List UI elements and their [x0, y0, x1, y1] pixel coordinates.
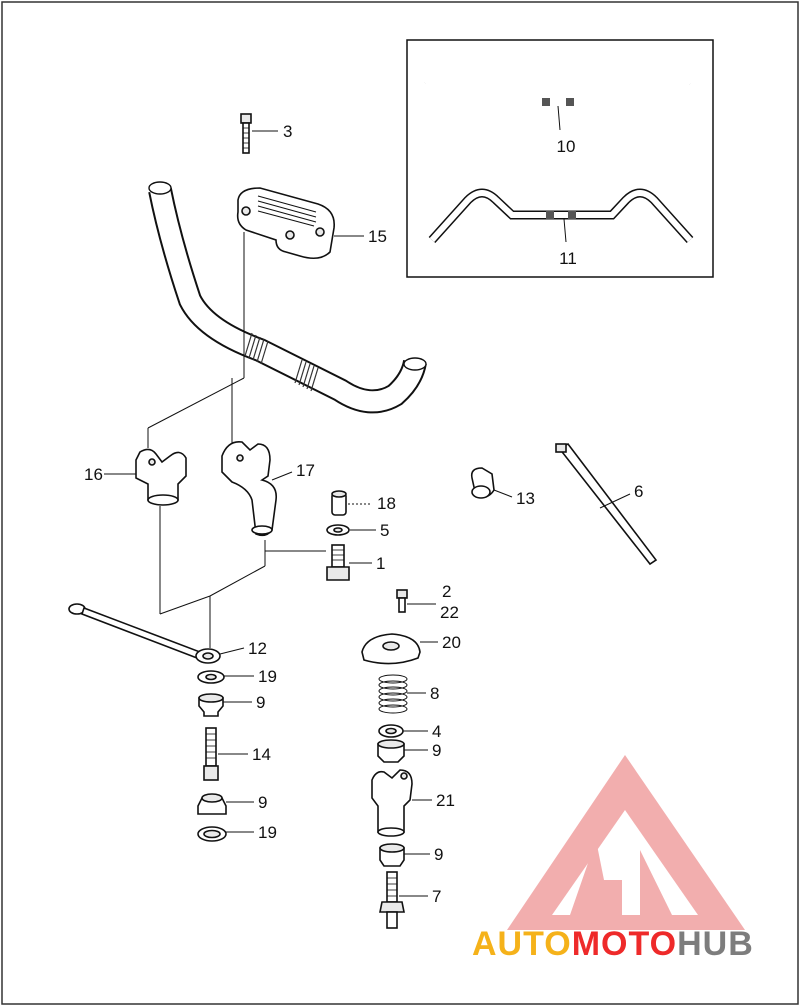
callout-9-left-lower: 9 [258, 793, 267, 812]
callout-10: 10 [557, 137, 576, 156]
callout-1: 1 [376, 554, 385, 573]
washer-5 [326, 524, 376, 536]
callout-12: 12 [248, 639, 267, 658]
callout-11: 11 [559, 249, 577, 268]
callout-16: 16 [84, 465, 103, 484]
washer-19-upper [197, 670, 254, 684]
callout-19-lower: 19 [258, 823, 277, 842]
bushing-9-left-upper [198, 693, 252, 717]
ground-strap-12 [68, 603, 245, 664]
callout-9-right-upper: 9 [432, 741, 441, 760]
bushing-9-right-upper [377, 739, 428, 763]
zip-tie-6 [555, 443, 658, 566]
riser-21 [371, 769, 432, 837]
bushing-9-right-lower [379, 843, 430, 867]
clip-13 [470, 467, 513, 499]
handlebar-11 [428, 188, 694, 244]
spacer-18 [331, 490, 372, 516]
callout-22: 22 [440, 603, 459, 622]
assembly-leader-lines [147, 232, 326, 648]
callout-13: 13 [516, 489, 535, 508]
callout-2: 2 [442, 582, 451, 601]
washer-19-lower [197, 826, 254, 842]
callout-19-upper: 19 [258, 667, 277, 686]
callout-4: 4 [432, 722, 441, 741]
riser-17 [221, 440, 293, 537]
screw-2-22 [396, 589, 436, 613]
bolt-3 [240, 113, 278, 154]
knob-20 [361, 633, 438, 665]
callout-7: 7 [432, 887, 441, 906]
watermark-text: AUTOMOTOHUB [472, 925, 754, 963]
callout-5: 5 [380, 521, 389, 540]
callout-17: 17 [296, 461, 315, 480]
main-handlebar [148, 181, 427, 414]
callout-9-right-lower: 9 [434, 845, 443, 864]
spring-8 [378, 674, 426, 714]
callout-18: 18 [377, 494, 396, 513]
callout-9-left-upper: 9 [256, 693, 265, 712]
top-clamp-15 [236, 187, 364, 260]
watermark-logo [507, 755, 745, 930]
inset-box [406, 39, 714, 278]
callout-20: 20 [442, 633, 461, 652]
handlebar-10 [424, 73, 691, 131]
callout-3: 3 [283, 122, 292, 141]
callout-14: 14 [252, 745, 271, 764]
callout-6: 6 [634, 482, 643, 501]
callout-8: 8 [430, 684, 439, 703]
riser-16 [104, 448, 187, 506]
stud-14 [203, 727, 248, 781]
bolt-1 [326, 544, 372, 581]
callout-21: 21 [436, 791, 455, 810]
bushing-9-left-lower [197, 793, 254, 815]
callout-15: 15 [368, 227, 387, 246]
washer-4 [378, 724, 428, 738]
stud-7 [379, 871, 428, 929]
